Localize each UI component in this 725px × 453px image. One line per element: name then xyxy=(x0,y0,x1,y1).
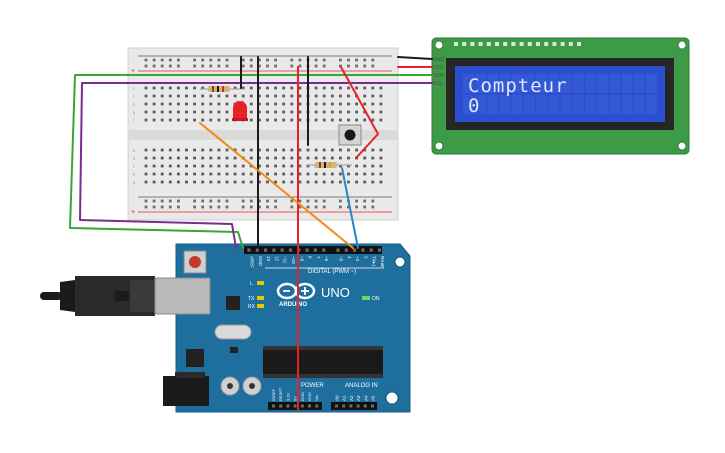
voltage-regulator xyxy=(186,349,204,367)
wire-button-pin-blue xyxy=(341,167,359,249)
power-pin-label: RESET xyxy=(278,387,283,401)
push-button[interactable] xyxy=(338,124,362,146)
breadboard-row-letter: f xyxy=(133,118,135,123)
power-pin-label: IOREF xyxy=(271,388,276,401)
breadboard-row-letter: g xyxy=(133,110,135,115)
resistor-led xyxy=(200,86,245,92)
lcd-character-grid xyxy=(463,74,657,114)
analog-pin-label: A0 xyxy=(335,395,340,401)
usb-chip xyxy=(226,296,240,310)
breadboard-row-letter: a xyxy=(133,180,136,185)
crystal xyxy=(214,324,252,340)
lcd-pin-vcc: VCC xyxy=(433,65,444,71)
lcd-line-1: Compteur xyxy=(468,75,568,97)
led-label-l: L xyxy=(250,281,253,287)
digital-pin-label: 12 xyxy=(274,256,279,262)
digital-pin-label: 4 xyxy=(347,256,352,259)
breadboard-row-letter: i xyxy=(133,94,134,99)
lcd-pin-sda: SDA xyxy=(433,73,444,79)
digital-pin-label: ~10 xyxy=(291,256,296,264)
analog-pin-label: A2 xyxy=(349,395,354,401)
power-pin-label: 3.3V xyxy=(285,392,290,401)
breadboard-row-letter: h xyxy=(133,102,135,107)
breadboard-row-letter: c xyxy=(133,164,135,169)
digital-pin-label: 8 xyxy=(308,256,313,259)
lcd-pin-gnd: GND xyxy=(433,57,445,63)
analog-label: ANALOG IN xyxy=(345,383,378,389)
power-label: POWER xyxy=(301,383,324,389)
digital-pin-label: AREF xyxy=(250,256,255,268)
svg-text:+: + xyxy=(131,209,135,216)
power-pin-label: 5V xyxy=(293,396,298,401)
power-pin-label: GND xyxy=(307,392,312,401)
analog-pin-label: A4 xyxy=(363,395,368,401)
model-label: UNO xyxy=(321,285,350,300)
wire-scl-purple xyxy=(79,82,433,249)
on-label: ON xyxy=(372,296,380,302)
wires xyxy=(69,56,433,411)
wire-sda-green xyxy=(69,74,433,249)
breadboard-row-letter: j xyxy=(132,86,134,91)
analog-pin-label: A3 xyxy=(356,395,361,401)
digital-pin-label: 13 xyxy=(266,256,271,262)
arduino-logo: ARDUINO xyxy=(276,282,316,308)
digital-pin-label: ~9 xyxy=(299,256,304,262)
usb-connector xyxy=(154,277,211,315)
digital-pin-label: RX◂0 xyxy=(380,256,385,268)
digital-pin-label: 7 xyxy=(316,256,321,259)
lcd-pin-scl: SCL xyxy=(433,81,443,87)
svg-text:ARDUINO: ARDUINO xyxy=(279,302,307,308)
svg-text:+: + xyxy=(131,68,135,75)
red-led xyxy=(232,100,248,121)
led-label-rx: RX xyxy=(248,304,256,310)
resistor-button xyxy=(307,162,352,168)
usb-cable xyxy=(40,276,211,316)
power-jack xyxy=(163,376,209,406)
lcd-module: Compteur 0 GND VCC SDA SCL xyxy=(431,37,690,155)
digital-header xyxy=(244,246,382,254)
wire-lcd-gnd xyxy=(397,56,433,60)
digital-pin-label: ~3 xyxy=(355,256,360,262)
digital-pin-label: GND xyxy=(258,256,263,267)
digital-pin-label: ~11 xyxy=(283,256,288,264)
power-pin-label: GND xyxy=(300,392,305,401)
analog-header xyxy=(331,402,377,410)
wire-led-pin-orange xyxy=(199,122,354,249)
atmega-chip xyxy=(263,350,383,374)
analog-pin-label: A5 xyxy=(371,395,376,401)
analog-pin-label: A1 xyxy=(342,395,347,401)
digital-pin-label: ~6 xyxy=(324,256,329,262)
breadboard-row-letter: e xyxy=(133,148,136,153)
digital-pin-label: TX▸1 xyxy=(372,256,377,267)
power-pin-label: Vin xyxy=(314,395,319,401)
breadboard-row-letter: b xyxy=(133,172,136,177)
breadboard-row-letter: d xyxy=(133,156,135,161)
lcd-line-2: 0 xyxy=(468,95,480,117)
wire-5v-button xyxy=(340,66,379,159)
led-label-tx: TX xyxy=(248,296,255,302)
digital-pin-label: 2 xyxy=(363,256,368,259)
digital-label: DIGITAL (PWM ~) xyxy=(308,269,356,275)
digital-pin-label: ~5 xyxy=(339,256,344,262)
